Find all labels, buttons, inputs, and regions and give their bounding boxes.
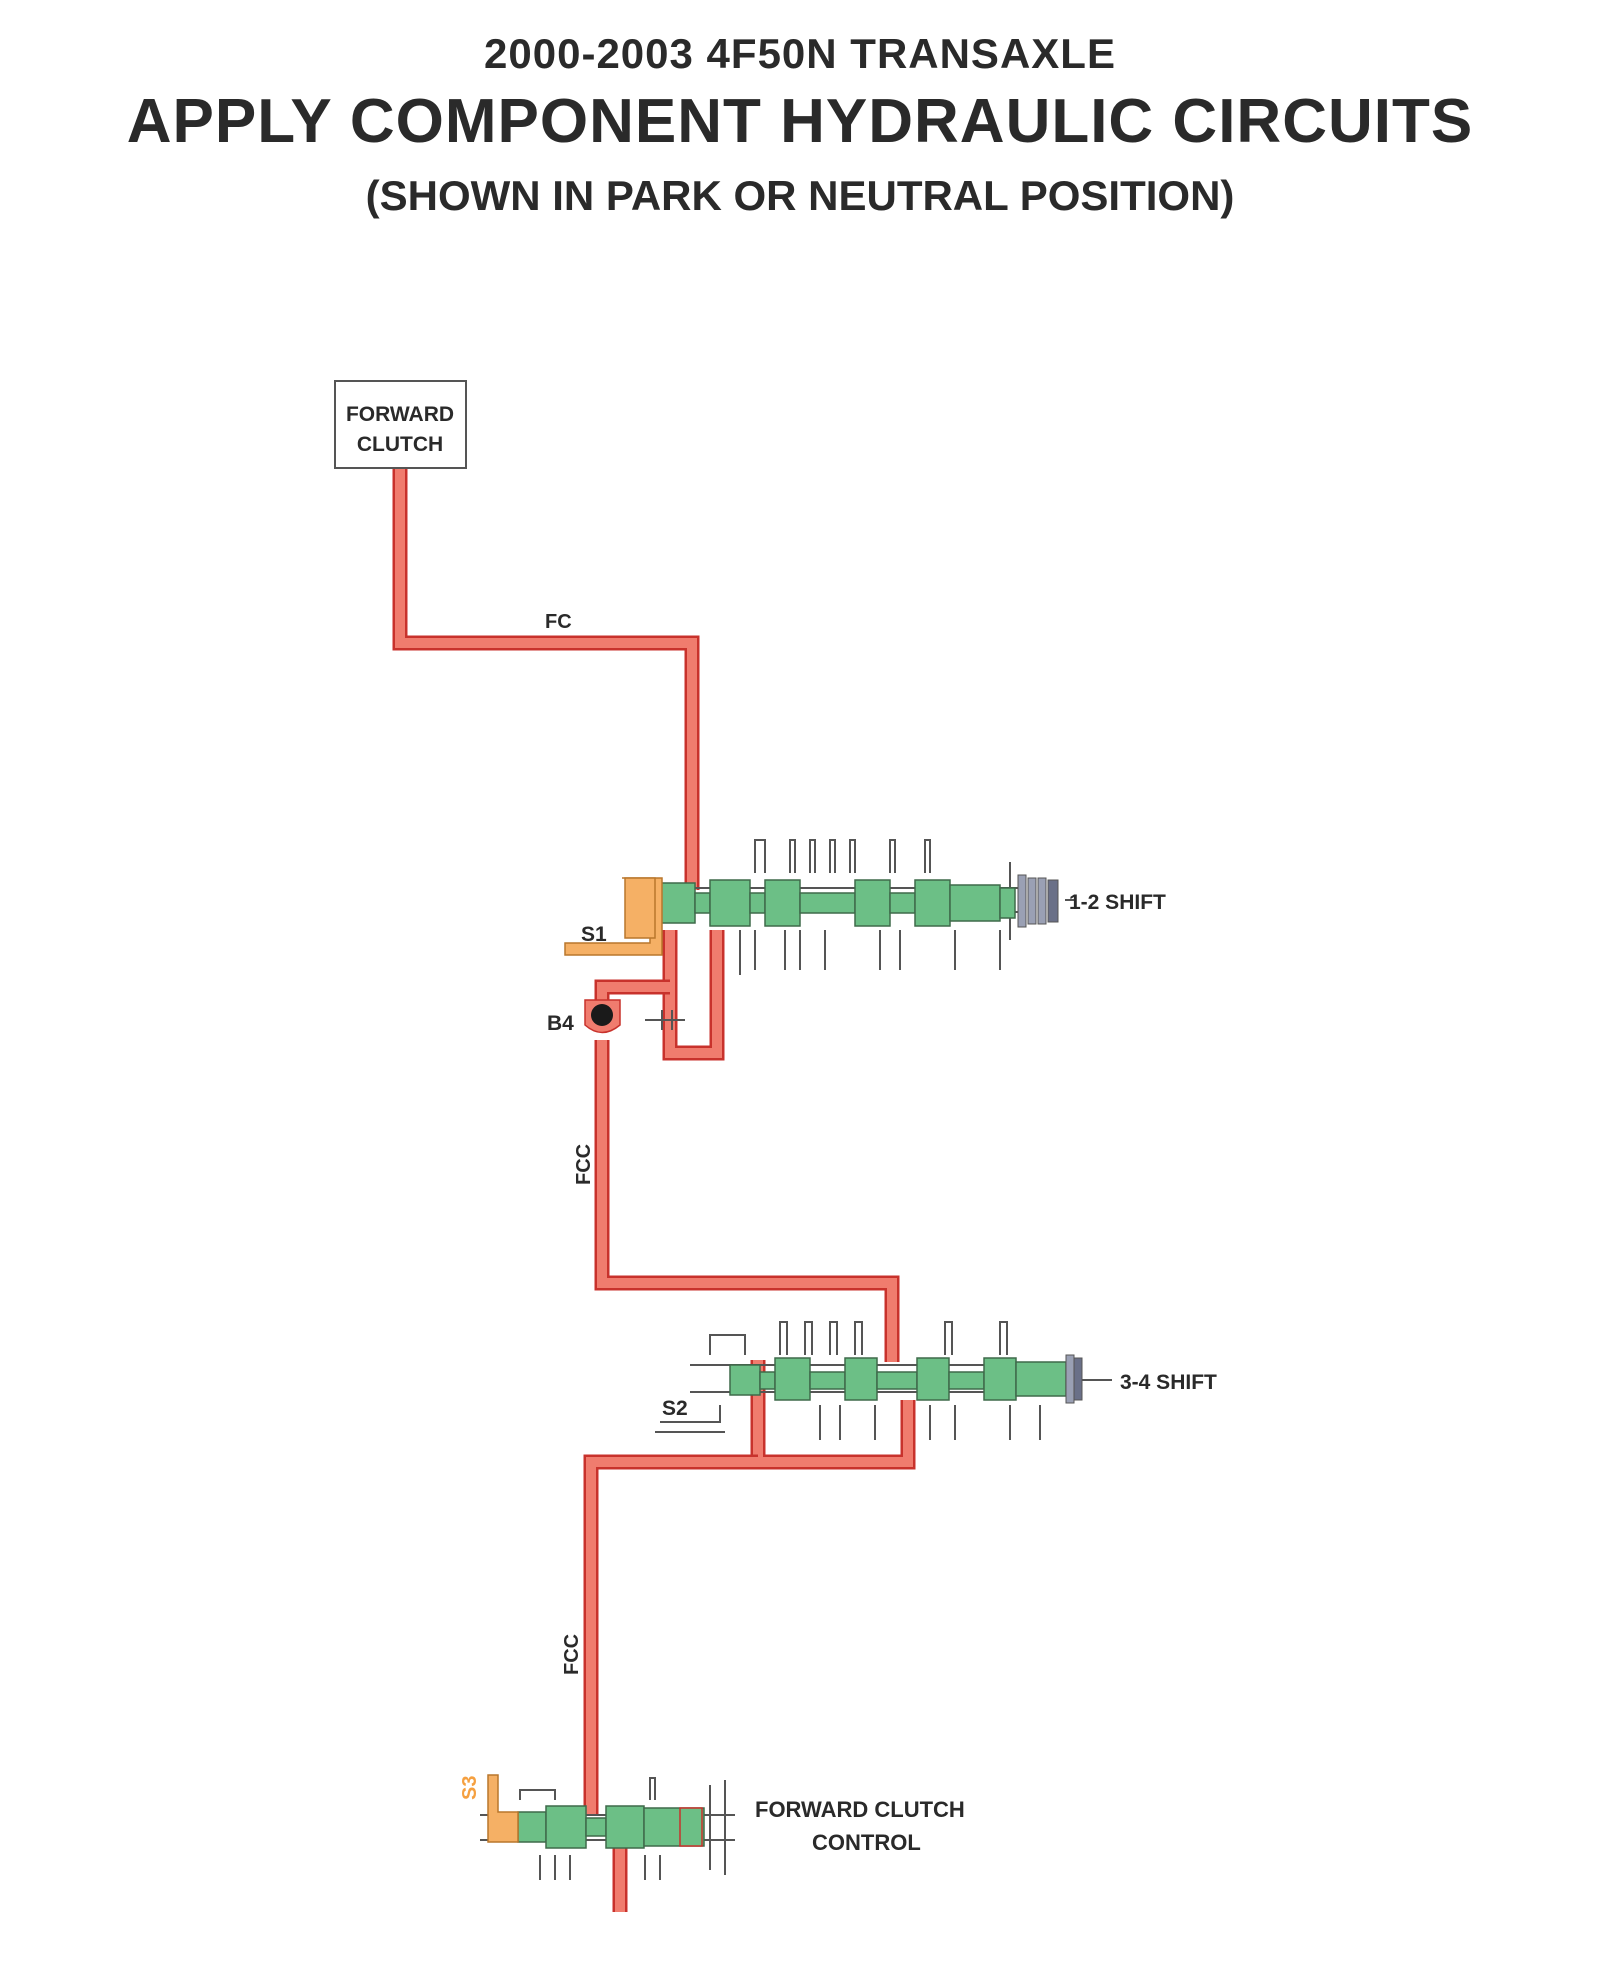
s3-label: S3 xyxy=(459,1776,481,1800)
model-line: 2000-2003 4F50N TRANSAXLE xyxy=(484,30,1116,77)
fwd-clutch-control-valve: S3 FORWARD CLUTCH CONTROL xyxy=(459,1774,965,1880)
shift-12-spool xyxy=(659,879,1001,927)
forward-clutch-label-line1: FORWARD xyxy=(346,403,454,426)
shift-12-end-plug xyxy=(999,874,1059,928)
shift-34-valve: 3-4 SHIFT S2 xyxy=(655,1321,1217,1440)
fwd-clutch-control-spring xyxy=(679,1807,703,1847)
fc-passage xyxy=(392,468,700,890)
solenoid-s3 xyxy=(487,1774,519,1843)
shift-34-label: 3-4 SHIFT xyxy=(1120,1371,1217,1394)
fcc-lower-passage xyxy=(583,1360,916,1912)
shift-34-spool xyxy=(729,1357,1067,1401)
fwd-clutch-control-label-line1: FORWARD CLUTCH xyxy=(755,1797,965,1822)
fcc-upper-passage xyxy=(594,1040,900,1362)
fwd-clutch-control-spool xyxy=(517,1805,705,1849)
shift-12-valve: 1-2 SHIFT S1 xyxy=(564,839,1166,975)
b4-label: B4 xyxy=(547,1012,574,1035)
fluid-passages xyxy=(392,468,916,1912)
s2-label: S2 xyxy=(662,1397,688,1420)
forward-clutch-label-line2: CLUTCH xyxy=(357,433,443,456)
fwd-clutch-control-label-line2: CONTROL xyxy=(812,1830,921,1855)
check-ball-b4: B4 xyxy=(547,999,685,1035)
fc-circuit-label: FC xyxy=(545,611,572,633)
forward-clutch-box: FORWARD CLUTCH xyxy=(334,380,467,469)
shift-12-label: 1-2 SHIFT xyxy=(1069,891,1166,914)
shift-34-end-plug xyxy=(1065,1354,1083,1404)
orifice-symbol xyxy=(645,1010,685,1030)
page-subtitle: (SHOWN IN PARK OR NEUTRAL POSITION) xyxy=(365,172,1235,219)
fcc-lower-circuit-label: FCC xyxy=(561,1634,583,1675)
page-title: APPLY COMPONENT HYDRAULIC CIRCUITS xyxy=(126,87,1474,156)
s1-label: S1 xyxy=(581,923,607,946)
fcc-upper-circuit-label: FCC xyxy=(573,1144,595,1185)
solenoid-s1 xyxy=(564,877,663,956)
